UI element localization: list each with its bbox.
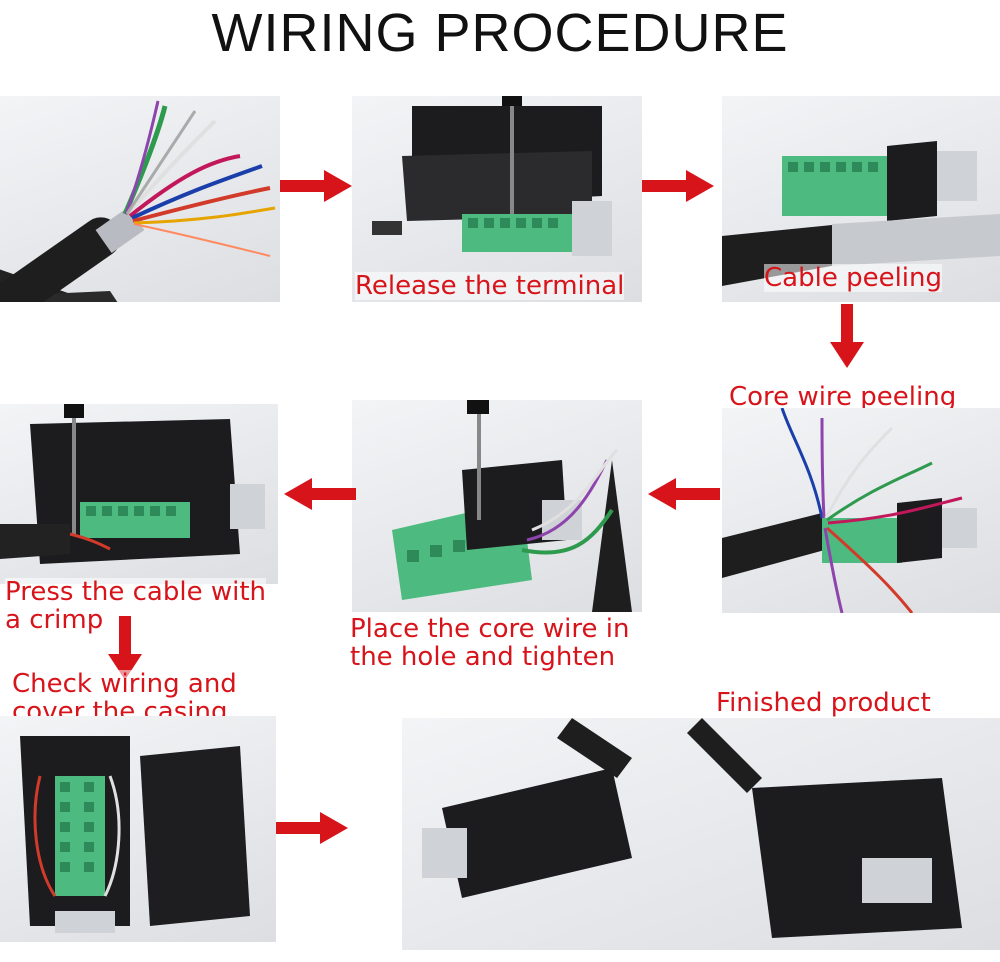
caption-place-core-wire-line1: Place the core wire in [350,614,630,644]
place-wire-illustration [392,400,632,612]
photo-release-terminal [352,96,642,302]
terminal-housing-illustration [372,96,612,256]
caption-place-core-wire-line2: the hole and tighten [350,642,616,672]
arrow-left-2 [284,478,356,510]
photo-finished-product [402,718,1000,950]
photo-place-core-wire [352,400,642,612]
photo-stripped-cable [0,96,280,302]
caption-core-wire-peeling: Core wire peeling [729,382,957,412]
caption-check-wiring-line1: Check wiring and [12,669,237,699]
photo-press-cable [0,404,278,584]
caption-press-cable-line2: a crimp [5,605,104,635]
core-wire-illustration [722,408,977,613]
caption-cable-peeling: Cable peeling [764,263,943,293]
page-title: WIRING PROCEDURE [211,3,789,63]
crimp-housing-illustration [0,404,265,564]
caption-press-cable-line1: Press the cable with [5,577,267,607]
arrow-left-1 [648,478,720,510]
open-casing-illustration [20,736,250,933]
photo-core-wire-peeling [722,408,1000,613]
cable-peeling-illustration [722,141,1000,286]
arrow-down-2 [108,616,142,680]
arrow-right-3 [276,812,348,844]
arrow-right-2 [642,170,714,202]
stripped-cable-illustration [0,100,276,302]
photo-check-wiring [0,716,276,942]
arrow-right-1 [280,170,352,202]
finished-connectors-illustration [422,718,962,938]
arrow-down-1 [830,304,864,368]
caption-finished-product: Finished product [716,688,931,718]
caption-release-terminal: Release the terminal [355,271,625,301]
